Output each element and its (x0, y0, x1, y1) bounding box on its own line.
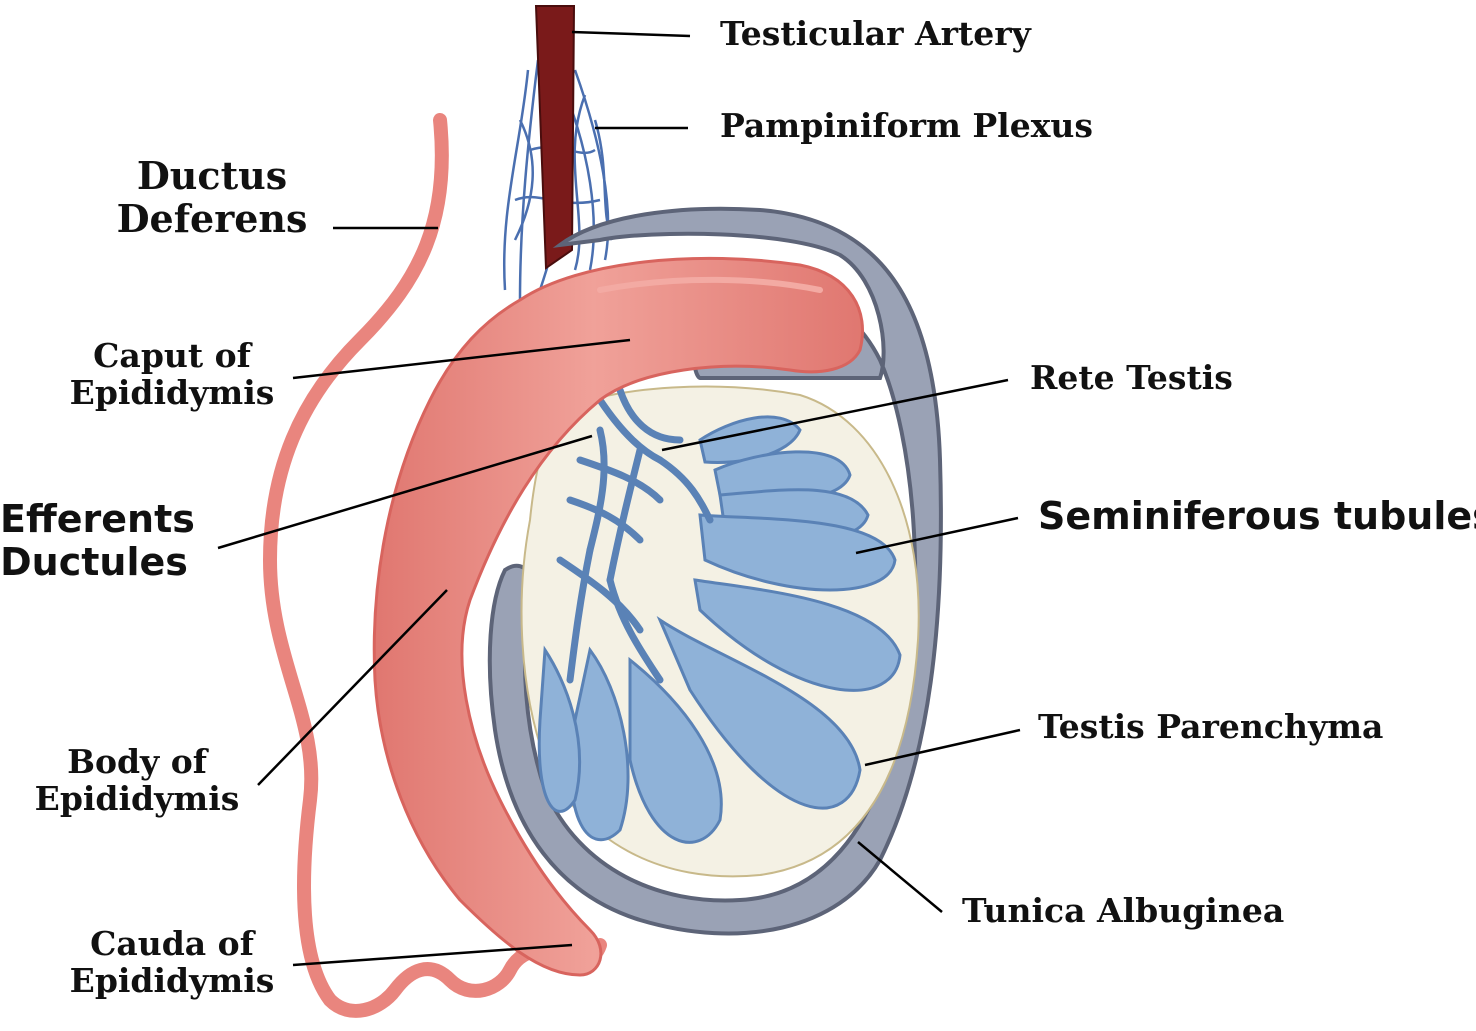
epididymis-highlight (597, 276, 823, 293)
ductus-deferens (262, 113, 607, 1018)
label-ductus-deferens-line2: Deferens (116, 195, 308, 241)
rete-testis-network (556, 386, 714, 684)
testicular-artery (534, 5, 576, 270)
leader-testis-parenchyma (864, 728, 1021, 767)
leader-caput-of-epididymis (292, 338, 631, 380)
label-body-line2: Epididymis (34, 778, 240, 818)
label-caput-line2: Epididymis (69, 372, 275, 412)
leader-rete-testis (661, 378, 1009, 452)
label-caput-line1: Caput of (93, 336, 251, 375)
label-efferents-ductules: Efferents Ductules (0, 497, 195, 584)
epididymis (372, 256, 864, 977)
label-caput-of-epididymis: Caput of Epididymis (62, 336, 282, 412)
label-cauda-of-epididymis: Cauda of Epididymis (62, 924, 282, 1000)
leader-body-of-epididymis (257, 589, 448, 786)
leader-tunica-albuginea (857, 841, 943, 913)
label-pampiniform-plexus: Pampiniform Plexus (720, 106, 1093, 145)
label-efferents-line1: Efferents (0, 497, 195, 541)
leader-seminiferous-tubules (855, 516, 1019, 555)
label-testis-parenchyma: Testis Parenchyma (1038, 707, 1384, 746)
leader-efferents-ductules (217, 434, 593, 550)
leader-lines (217, 30, 1021, 967)
leader-cauda-of-epididymis (292, 943, 573, 967)
label-seminiferous-tubules: Seminiferous tubules (1038, 494, 1476, 538)
label-body-line1: Body of (67, 742, 207, 781)
label-ductus-deferens-line1: Ductus (136, 153, 288, 198)
label-rete-testis: Rete Testis (1030, 358, 1233, 397)
label-efferents-line2: Ductules (0, 539, 188, 584)
label-tunica-albuginea: Tunica Albuginea (962, 891, 1285, 930)
label-cauda-line2: Epididymis (69, 960, 275, 1000)
label-cauda-line1: Cauda of (90, 924, 254, 963)
label-body-of-epididymis: Body of Epididymis (28, 742, 246, 818)
label-testicular-artery: Testicular Artery (720, 14, 1031, 53)
label-ductus-deferens: Ductus Deferens (112, 153, 312, 241)
leader-testicular-artery (571, 30, 691, 38)
